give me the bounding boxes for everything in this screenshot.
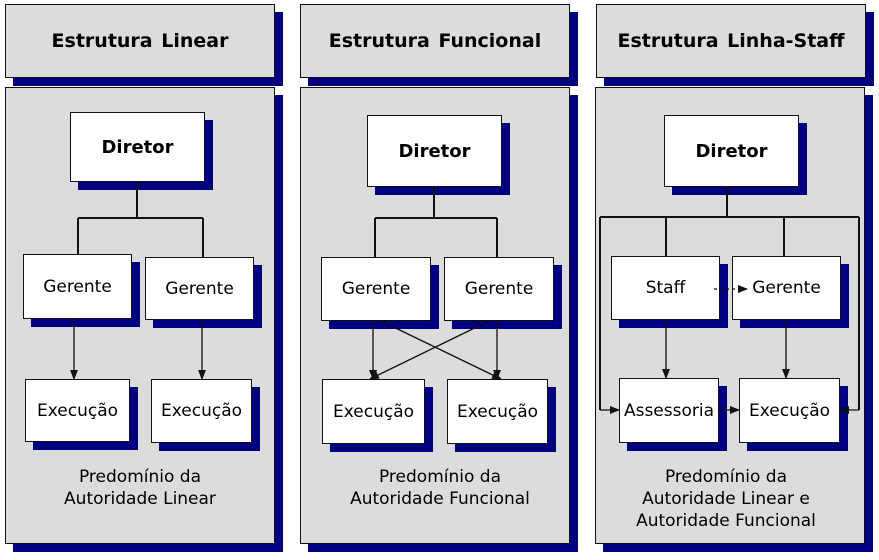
col3-title: Estrutura Linha-Staff	[617, 30, 845, 52]
col1-header: Estrutura Linear	[5, 4, 275, 78]
col1-exec-left-box: Execução	[25, 379, 130, 442]
col2-caption-line1: Predomínio da	[378, 467, 501, 487]
col2-director-label: Diretor	[398, 140, 471, 162]
col3-caption-line2: Autoridade Linear e	[642, 489, 810, 509]
col1-caption-line2: Autoridade Linear	[64, 489, 216, 509]
col1-director-box: Diretor	[70, 112, 205, 182]
col2-title: Estrutura Funcional	[328, 30, 542, 52]
col3-advisory-box: Assessoria	[619, 378, 719, 443]
col3-exec-label: Execução	[748, 400, 831, 421]
col1-exec-left-label: Execução	[36, 400, 119, 421]
col2-exec-right-label: Execução	[456, 401, 539, 422]
col2-header: Estrutura Funcional	[300, 4, 570, 78]
col3-director-label: Diretor	[695, 140, 768, 162]
col1-director-label: Diretor	[101, 136, 174, 158]
col2-manager-right-box: Gerente	[444, 257, 554, 321]
col3-manager-label: Gerente	[752, 278, 821, 298]
col1-exec-right-label: Execução	[160, 401, 243, 421]
col3-staff-box: Staff	[611, 256, 720, 320]
col2-exec-left-box: Execução	[322, 379, 425, 444]
col2-caption: Predomínio da Autoridade Funcional	[305, 466, 575, 510]
col3-director-box: Diretor	[664, 115, 799, 187]
col3-advisory-label: Assessoria	[623, 400, 715, 421]
col1-manager-left-label: Gerente	[43, 276, 112, 297]
col1-manager-right-box: Gerente	[145, 257, 254, 320]
col2-caption-line2: Autoridade Funcional	[350, 489, 530, 509]
col3-header: Estrutura Linha-Staff	[596, 4, 866, 78]
col2-director-box: Diretor	[367, 115, 502, 187]
col3-caption: Predomínio da Autoridade Linear e Autori…	[596, 466, 856, 532]
col1-manager-right-label: Gerente	[165, 278, 234, 299]
col2-manager-left-box: Gerente	[321, 257, 431, 321]
col3-staff-label: Staff	[645, 278, 686, 298]
col1-exec-right-box: Execução	[151, 379, 252, 443]
col2-manager-left-label: Gerente	[341, 279, 411, 299]
col3-caption-line3: Autoridade Funcional	[636, 511, 816, 531]
col1-caption-line1: Predomínio da	[78, 467, 201, 487]
col3-caption-line1: Predomínio da	[664, 467, 787, 487]
col1-caption: Predomínio da Autoridade Linear	[5, 466, 275, 510]
col1-title: Estrutura Linear	[51, 30, 229, 52]
col2-exec-left-label: Execução	[332, 401, 415, 422]
col3-manager-box: Gerente	[732, 256, 841, 320]
col2-exec-right-box: Execução	[447, 379, 548, 444]
col1-manager-left-box: Gerente	[23, 254, 132, 319]
col2-manager-right-label: Gerente	[464, 279, 534, 299]
col3-exec-box: Execução	[739, 378, 840, 443]
